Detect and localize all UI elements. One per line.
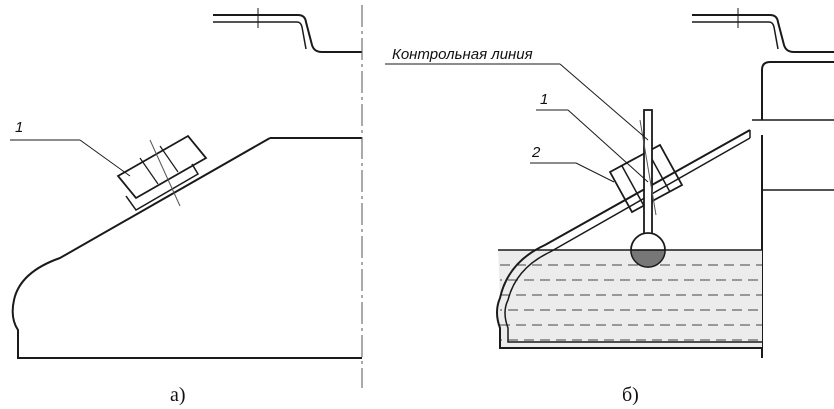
- oil-fill-b: [497, 250, 762, 348]
- panel-b: Контрольная линия 1 2 б): [385, 8, 834, 406]
- dipstick-b: [630, 109, 666, 268]
- callout-2-b: 2: [530, 144, 615, 183]
- callout-1-b: 1: [536, 91, 649, 183]
- panel-a: 1 а): [10, 5, 363, 406]
- callout-label-2-b: 2: [531, 144, 541, 161]
- handle-b: [692, 14, 834, 53]
- hex-plug-a: [116, 134, 208, 211]
- caption-a: а): [170, 384, 186, 406]
- housing-body-b: [496, 129, 762, 349]
- housing-body-b-inner: [504, 137, 762, 343]
- control-line-label: Контрольная линия: [392, 46, 533, 63]
- handle-a-inner: [213, 21, 307, 50]
- handle-a: [213, 14, 362, 53]
- cap-b: [761, 61, 834, 120]
- housing-body-a: [11, 137, 362, 359]
- control-line-callout: Контрольная линия: [385, 46, 649, 141]
- caption-b: б): [622, 384, 639, 406]
- handle-b-inner: [692, 21, 779, 50]
- callout-1-a: 1: [10, 119, 131, 177]
- callout-label-1-b: 1: [540, 91, 548, 108]
- callout-label-1-a: 1: [15, 119, 23, 136]
